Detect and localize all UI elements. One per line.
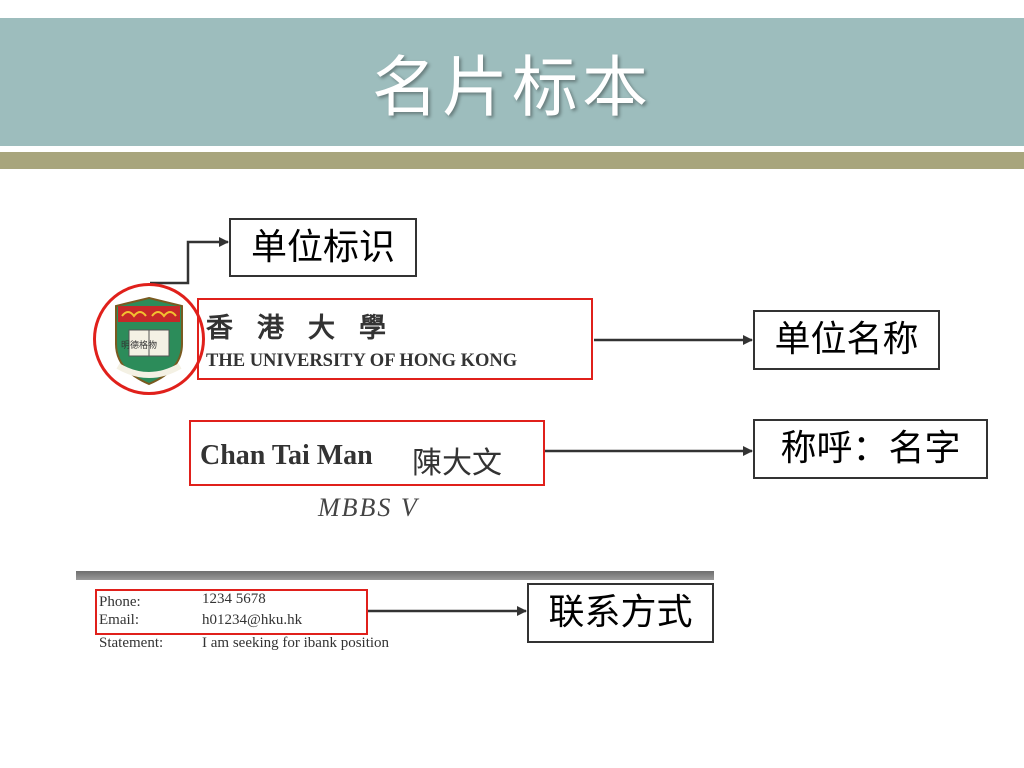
callout-logo: 单位标识 <box>229 218 417 277</box>
contact-statement-label: Statement: <box>99 635 164 651</box>
university-name-chinese: 香港大學 <box>206 313 410 344</box>
crest-graphic: 明德格物 <box>115 296 183 386</box>
contact-email-value: h01234@hku.hk <box>202 612 303 628</box>
person-name-english: Chan Tai Man <box>200 440 373 471</box>
callout-title-name: 称呼：名字 <box>753 419 988 479</box>
contact-highlight <box>95 589 368 635</box>
university-name-english: THE UNIVERSITY OF HONG KONG <box>206 351 518 371</box>
title-underline <box>0 152 1024 169</box>
contact-statement-value: I am seeking for ibank position <box>202 635 390 651</box>
contact-phone-label: Phone: <box>99 594 141 610</box>
contact-email-label: Email: <box>99 612 139 628</box>
university-crest-icon: 明德格物 <box>93 283 205 395</box>
callout-contact: 联系方式 <box>527 583 714 643</box>
title-divider <box>0 146 1024 152</box>
callout-org-name: 单位名称 <box>753 310 940 370</box>
logo-connector-arrow <box>150 237 229 285</box>
name-highlight <box>189 420 545 486</box>
contact-phone-value: 1234 5678 <box>202 591 266 607</box>
person-degree: MBBS V <box>318 493 419 522</box>
title-bar <box>0 18 1024 146</box>
contact-divider <box>76 571 714 580</box>
crest-inscription: 明德格物 <box>121 339 157 351</box>
person-name-chinese: 陳大文 <box>412 446 502 481</box>
org-name-highlight <box>197 298 593 380</box>
slide-title: 名片标本 <box>372 49 652 126</box>
